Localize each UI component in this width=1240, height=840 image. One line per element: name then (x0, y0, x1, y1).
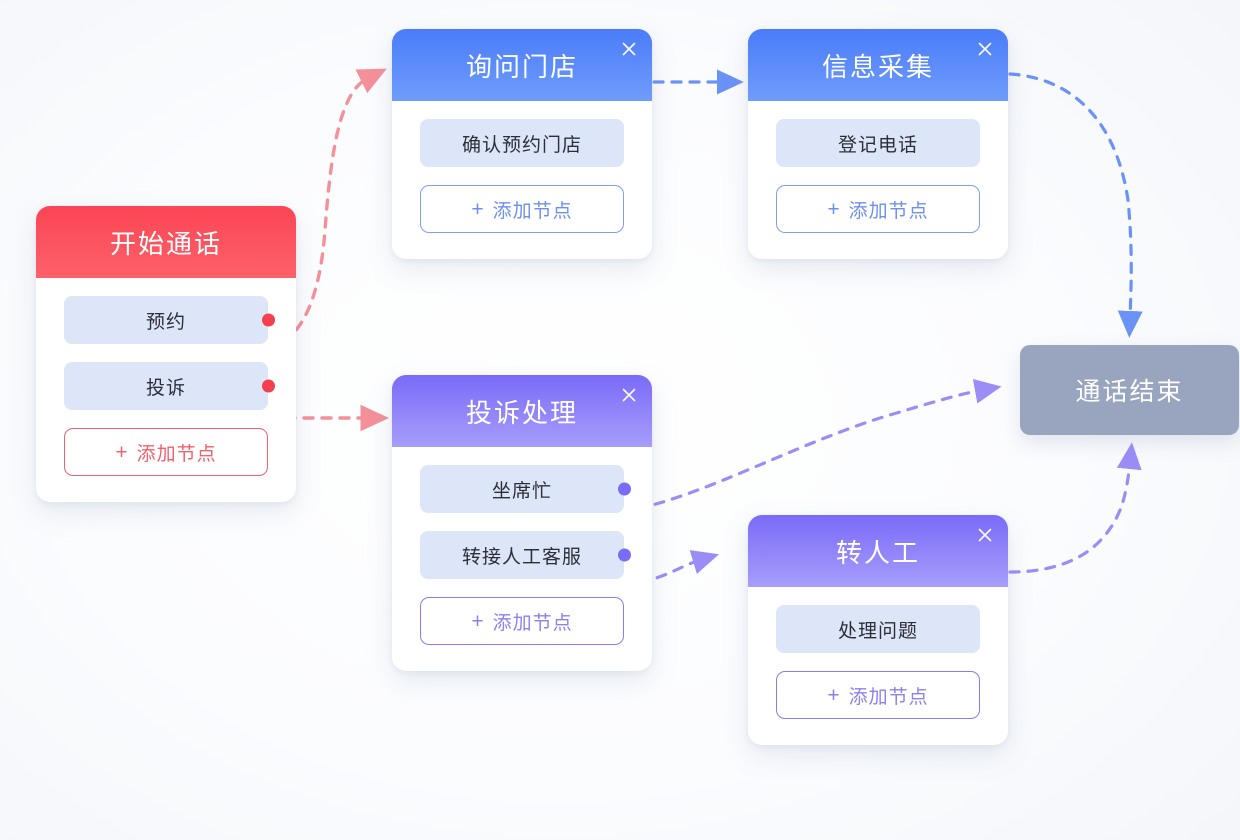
node-transfer-title: 转人工 (835, 537, 920, 568)
close-icon[interactable] (974, 38, 996, 60)
node-start-title: 开始通话 (109, 228, 222, 259)
node-transfer-header: 转人工 (748, 515, 1008, 587)
node-end-call-title: 通话结束 (1075, 378, 1184, 406)
port-complaint-1[interactable]: 转接人工客服 (420, 531, 631, 579)
port-start-1[interactable]: 投诉 (64, 362, 275, 410)
node-complaint-title: 投诉处理 (465, 397, 578, 428)
edge-transfer-to-end (1008, 442, 1142, 574)
port-transfer-0[interactable]: 处理问题 (776, 605, 980, 653)
add-node-button-complaint[interactable]: + 添加节点 (420, 597, 624, 645)
close-icon[interactable] (618, 38, 640, 60)
port-transfer-0-label: 处理问题 (837, 620, 918, 642)
port-start-0[interactable]: 预约 (64, 296, 275, 344)
add-node-button-transfer[interactable]: + 添加节点 (776, 671, 980, 719)
add-node-label-transfer: 添加节点 (848, 686, 929, 708)
edge-complaint-busy-to-end (618, 378, 1002, 514)
add-node-label-ask-store: 添加节点 (492, 200, 573, 222)
edge-collect-to-end (1008, 72, 1143, 338)
node-collect-title: 信息采集 (821, 51, 934, 82)
node-ask-store-title: 询问门店 (465, 51, 578, 82)
plus-icon: + (115, 440, 129, 464)
port-start-0-connector-dot[interactable] (262, 313, 275, 327)
port-complaint-1-label: 转接人工客服 (461, 546, 582, 568)
port-complaint-0-label: 坐席忙 (491, 480, 552, 502)
node-complaint[interactable]: 投诉处理 坐席忙 转接人工客服 + 添加节点 (392, 375, 652, 671)
add-node-label-complaint: 添加节点 (492, 612, 573, 634)
node-collect-body: 登记电话 + 添加节点 (748, 101, 1008, 259)
port-complaint-1-connector-dot[interactable] (618, 548, 631, 562)
node-start-header: 开始通话 (36, 206, 296, 278)
add-node-button-start[interactable]: + 添加节点 (64, 428, 268, 476)
plus-icon: + (471, 197, 485, 221)
port-collect-0[interactable]: 登记电话 (776, 119, 980, 167)
plus-icon: + (471, 609, 485, 633)
add-node-label-start: 添加节点 (136, 443, 217, 465)
close-icon[interactable] (974, 524, 996, 546)
port-start-1-connector-dot[interactable] (262, 379, 275, 393)
port-complaint-0[interactable]: 坐席忙 (420, 465, 631, 513)
plus-icon: + (827, 197, 841, 221)
node-transfer-body: 处理问题 + 添加节点 (748, 587, 1008, 745)
node-start[interactable]: 开始通话 预约 投诉 + 添加节点 (36, 206, 296, 502)
plus-icon: + (827, 683, 841, 707)
node-collect-header: 信息采集 (748, 29, 1008, 101)
node-ask-store[interactable]: 询问门店 确认预约门店 + 添加节点 (392, 29, 652, 259)
node-collect[interactable]: 信息采集 登记电话 + 添加节点 (748, 29, 1008, 259)
port-ask-store-0[interactable]: 确认预约门店 (420, 119, 624, 167)
node-ask-store-header: 询问门店 (392, 29, 652, 101)
node-transfer[interactable]: 转人工 处理问题 + 添加节点 (748, 515, 1008, 745)
node-complaint-body: 坐席忙 转接人工客服 + 添加节点 (392, 447, 652, 671)
add-node-button-ask-store[interactable]: + 添加节点 (420, 185, 624, 233)
port-complaint-0-connector-dot[interactable] (618, 482, 631, 496)
close-icon[interactable] (618, 384, 640, 406)
add-node-button-collect[interactable]: + 添加节点 (776, 185, 980, 233)
node-start-body: 预约 投诉 + 添加节点 (36, 278, 296, 502)
port-start-0-label: 预约 (145, 311, 186, 333)
port-start-1-label: 投诉 (145, 377, 186, 399)
node-end-call[interactable]: 通话结束 (1020, 345, 1239, 435)
port-ask-store-0-label: 确认预约门店 (461, 134, 582, 156)
add-node-label-collect: 添加节点 (848, 200, 929, 222)
node-ask-store-body: 确认预约门店 + 添加节点 (392, 101, 652, 259)
port-collect-0-label: 登记电话 (837, 134, 918, 156)
node-complaint-header: 投诉处理 (392, 375, 652, 447)
